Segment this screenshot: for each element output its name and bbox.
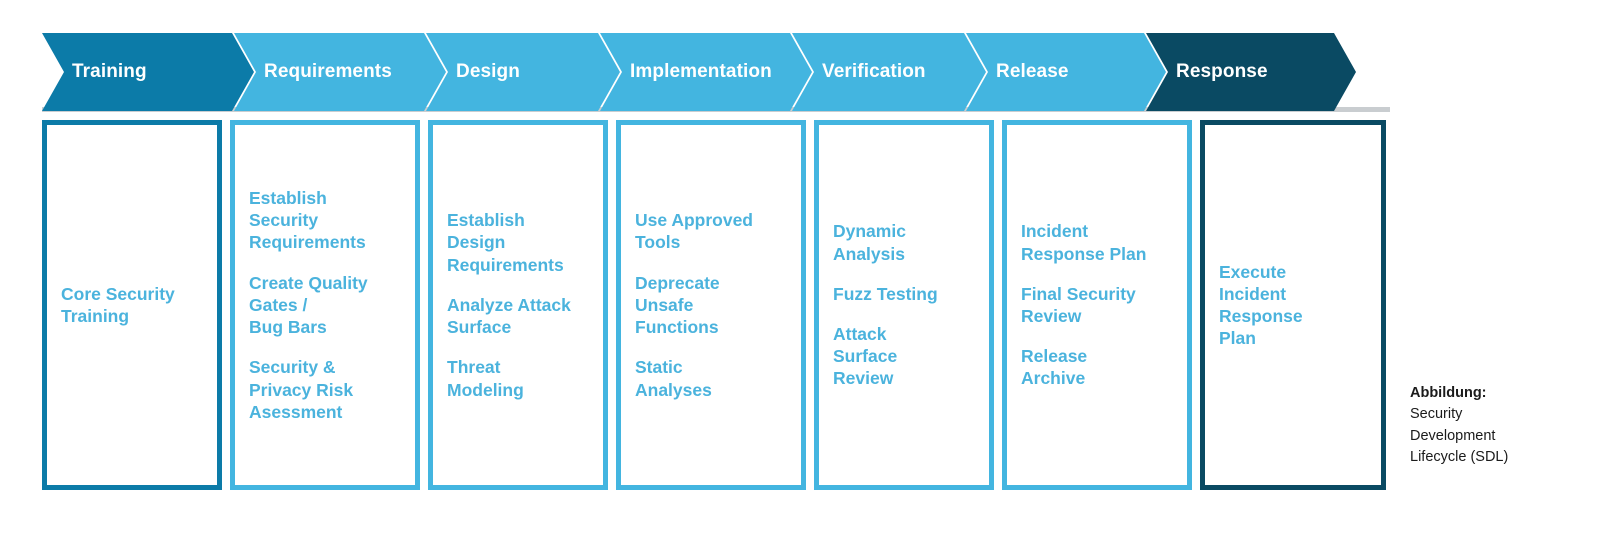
phase-item: Deprecate Unsafe Functions bbox=[635, 272, 720, 338]
phase-chevron-implementation[interactable]: Implementation bbox=[600, 33, 812, 111]
phase-item: Final Security Review bbox=[1021, 283, 1136, 326]
figure-caption-label: Abbildung: bbox=[1410, 385, 1487, 401]
phase-item: Dynamic Analysis bbox=[833, 221, 906, 264]
phase-chevron-release[interactable]: Release bbox=[966, 33, 1166, 111]
phase-chevron-design[interactable]: Design bbox=[426, 33, 620, 111]
phase-chevron-requirements[interactable]: Requirements bbox=[234, 33, 446, 111]
phase-header-row: Training Requirements Design Implementation… bbox=[42, 33, 1390, 111]
figure-caption: Abbildung: Security Development Lifecycl… bbox=[1410, 383, 1600, 469]
phase-item: Attack Surface Review bbox=[833, 324, 898, 389]
phase-chevron-training[interactable]: Training bbox=[42, 33, 254, 111]
phase-box-row: Core Security Training Establish Security… bbox=[42, 120, 1390, 490]
phase-box-response[interactable]: Execute Incident Response Plan bbox=[1200, 120, 1386, 490]
phase-chevron-response[interactable]: Response bbox=[1146, 33, 1356, 111]
figure-caption-text: Security Development Lifecycle (SDL) bbox=[1410, 406, 1509, 466]
phase-chevron-label: Training bbox=[72, 61, 147, 82]
phase-item: Static Analyses bbox=[635, 357, 712, 400]
phase-box-training[interactable]: Core Security Training bbox=[42, 120, 222, 490]
phase-item: Execute Incident Response Plan bbox=[1219, 261, 1303, 349]
phase-item-list: Execute Incident Response Plan bbox=[1219, 261, 1371, 350]
phase-item: Security & Privacy Risk Asessment bbox=[249, 357, 354, 422]
phase-item: Core Security Training bbox=[61, 283, 175, 326]
phase-item: Fuzz Testing bbox=[833, 283, 938, 304]
phase-item: Incident Response Plan bbox=[1021, 221, 1147, 264]
phase-item: Threat Modeling bbox=[447, 357, 524, 400]
phase-chevron-verification[interactable]: Verification bbox=[792, 33, 986, 111]
phase-item: Establish Design Requirements bbox=[447, 210, 564, 275]
phase-chevron-label: Requirements bbox=[264, 61, 392, 82]
phase-chevron-label: Release bbox=[996, 61, 1069, 82]
phase-item: Use Approved Tools bbox=[635, 210, 753, 253]
phase-chevron-label: Response bbox=[1176, 61, 1268, 82]
phase-item: Create Quality Gates / Bug Bars bbox=[249, 272, 368, 338]
phase-item-list: Core Security Training bbox=[61, 283, 207, 327]
phase-chevron-label: Verification bbox=[822, 61, 926, 82]
phase-item: Analyze Attack Surface bbox=[447, 294, 571, 338]
phase-chevron-label: Implementation bbox=[630, 61, 772, 82]
phase-item: Release Archive bbox=[1021, 346, 1088, 389]
phase-chevron-label: Design bbox=[456, 61, 520, 82]
phase-item: Establish Security Requirements bbox=[249, 188, 366, 253]
